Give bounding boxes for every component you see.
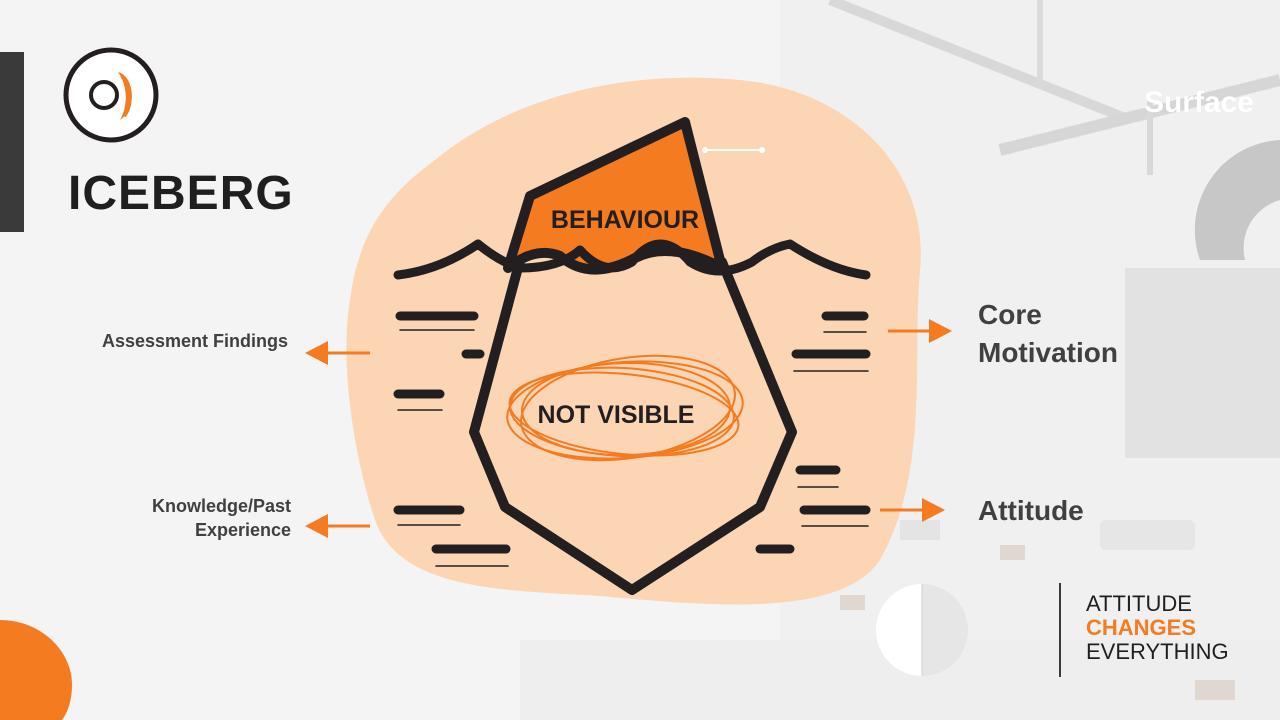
core-line1: Core [978,299,1042,330]
brand-divider [1059,583,1061,677]
left-accent-bar [0,52,24,232]
corner-orange-shape [0,620,72,720]
assessment-findings-label: Assessment Findings [101,331,288,351]
core-line2: Motivation [978,337,1118,368]
brand-line2: CHANGES [1086,615,1197,640]
water-line [393,239,871,280]
behaviour-label: BEHAVIOUR [551,206,699,234]
arrow-assessment [305,341,370,365]
left-text-lines [393,311,511,567]
half-circle-graphic [876,584,968,676]
not-visible-label: NOT VISIBLE [538,401,695,429]
arrow-knowledge [305,514,370,538]
arrow-attitude [880,498,945,522]
brand-tagline: ATTITUDE CHANGES EVERYTHING [1086,592,1229,664]
scribble-circle [506,354,744,462]
surface-label: Surface [1143,86,1254,119]
brand-line3: EVERYTHING [1086,639,1229,664]
knowledge-label: Knowledge/Past Experience [40,494,291,542]
brand-line1: ATTITUDE [1086,591,1192,616]
iceberg-body [469,255,797,595]
arrow-core-motivation [888,319,952,343]
logo-icon [63,47,159,143]
knowledge-line1: Knowledge/Past [151,496,291,516]
core-motivation-label: Core Motivation [978,296,1118,372]
page-title: ICEBERG [68,167,294,220]
attitude-label: Attitude [978,495,1084,526]
right-text-lines [755,311,871,554]
knowledge-line2: Experience [194,520,291,540]
